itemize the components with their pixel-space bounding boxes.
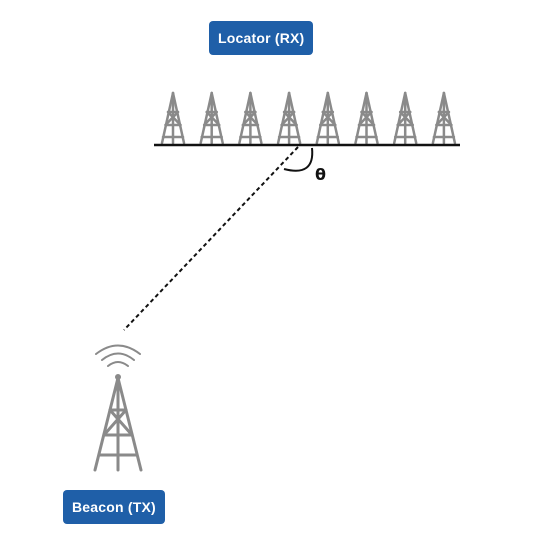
- antenna-icon: [354, 91, 379, 145]
- beacon-label: Beacon (TX): [63, 490, 165, 524]
- antenna-icon: [431, 91, 457, 145]
- locator-label: Locator (RX): [209, 21, 314, 55]
- signal-path: [123, 146, 299, 331]
- angle-theta-label: θ: [315, 165, 326, 184]
- beacon-tower-icon: [93, 374, 143, 472]
- antenna-icon: [160, 91, 186, 145]
- locator-antenna-array: [160, 91, 457, 145]
- antenna-icon: [199, 91, 224, 145]
- antenna-icon: [238, 91, 263, 145]
- antenna-icon: [315, 91, 341, 145]
- antenna-icon: [276, 91, 302, 145]
- angle-arc: [283, 147, 314, 172]
- antenna-icon: [392, 91, 418, 145]
- broadcast-waves-icon: [95, 344, 141, 367]
